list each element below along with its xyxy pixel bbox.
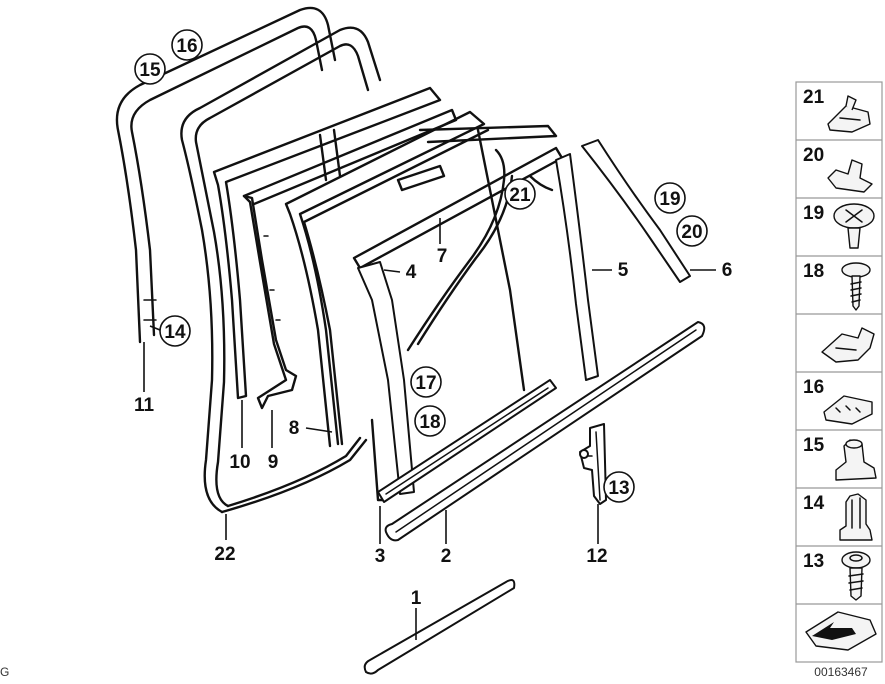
legend-label-16: 16 bbox=[803, 377, 824, 398]
circled-label-18: 18 bbox=[419, 412, 440, 433]
b-pillar-trim bbox=[357, 261, 415, 502]
label-12: 12 bbox=[586, 546, 607, 567]
waist-seal-inner bbox=[377, 379, 557, 503]
window-frame-seal bbox=[284, 110, 526, 448]
waist-seal-outer bbox=[384, 321, 706, 542]
label-7: 7 bbox=[437, 246, 448, 267]
circled-label-13: 13 bbox=[608, 478, 629, 499]
label-11: 11 bbox=[134, 395, 155, 416]
clip-14-icon bbox=[839, 493, 873, 541]
label-22: 22 bbox=[214, 544, 235, 565]
circled-label-14: 14 bbox=[164, 322, 186, 343]
circled-label-15: 15 bbox=[139, 60, 161, 81]
circled-label-20: 20 bbox=[681, 222, 702, 243]
label-1: 1 bbox=[411, 588, 422, 609]
clip-20-icon bbox=[827, 159, 873, 193]
label-9: 9 bbox=[268, 452, 279, 473]
lock-bracket bbox=[579, 423, 607, 505]
circled-label-17: 17 bbox=[415, 373, 436, 394]
clip-17-icon bbox=[821, 327, 875, 363]
label-2: 2 bbox=[441, 546, 452, 567]
label-6: 6 bbox=[722, 260, 733, 281]
door-seal-outer bbox=[115, 6, 337, 344]
bottom-trim-strip bbox=[363, 579, 516, 675]
circled-part-numbers: 15 16 14 17 18 21 19 20 13 bbox=[134, 29, 708, 503]
circled-label-21: 21 bbox=[509, 185, 531, 206]
part-numbers: 11 10 9 8 22 3 2 12 1 4 7 5 6 bbox=[134, 246, 732, 609]
window-guide-rail bbox=[242, 108, 458, 410]
clip-16-icon bbox=[823, 395, 873, 425]
leader-lines bbox=[143, 218, 716, 640]
corner-strip bbox=[581, 139, 691, 283]
label-8: 8 bbox=[289, 418, 300, 439]
screw-18-icon bbox=[841, 262, 871, 311]
corner-text-fragment: G bbox=[0, 665, 9, 679]
label-3: 3 bbox=[375, 546, 386, 567]
legend-label-21: 21 bbox=[803, 87, 825, 108]
clip-21-icon bbox=[827, 95, 871, 133]
circled-label-16: 16 bbox=[176, 36, 197, 57]
clip-15-icon bbox=[835, 439, 877, 481]
fastener-legend: 21 20 19 18 16 bbox=[795, 81, 883, 663]
direction-arrow-icon bbox=[805, 611, 877, 651]
roof-strip bbox=[418, 124, 558, 192]
label-4: 4 bbox=[406, 262, 417, 283]
label-10: 10 bbox=[229, 452, 250, 473]
legend-label-13: 13 bbox=[803, 551, 824, 572]
label-5: 5 bbox=[618, 260, 629, 281]
pillar-strip bbox=[555, 153, 599, 381]
legend-label-14: 14 bbox=[803, 493, 825, 514]
screw-13-icon bbox=[841, 551, 871, 601]
door-gasket bbox=[180, 26, 382, 514]
legend-label-19: 19 bbox=[803, 203, 824, 224]
circled-label-19: 19 bbox=[659, 189, 680, 210]
catalog-number: 00163467 bbox=[814, 665, 868, 679]
legend-label-18: 18 bbox=[803, 261, 824, 282]
legend-label-20: 20 bbox=[803, 145, 824, 166]
screw-19-icon bbox=[833, 203, 875, 249]
legend-label-15: 15 bbox=[803, 435, 825, 456]
